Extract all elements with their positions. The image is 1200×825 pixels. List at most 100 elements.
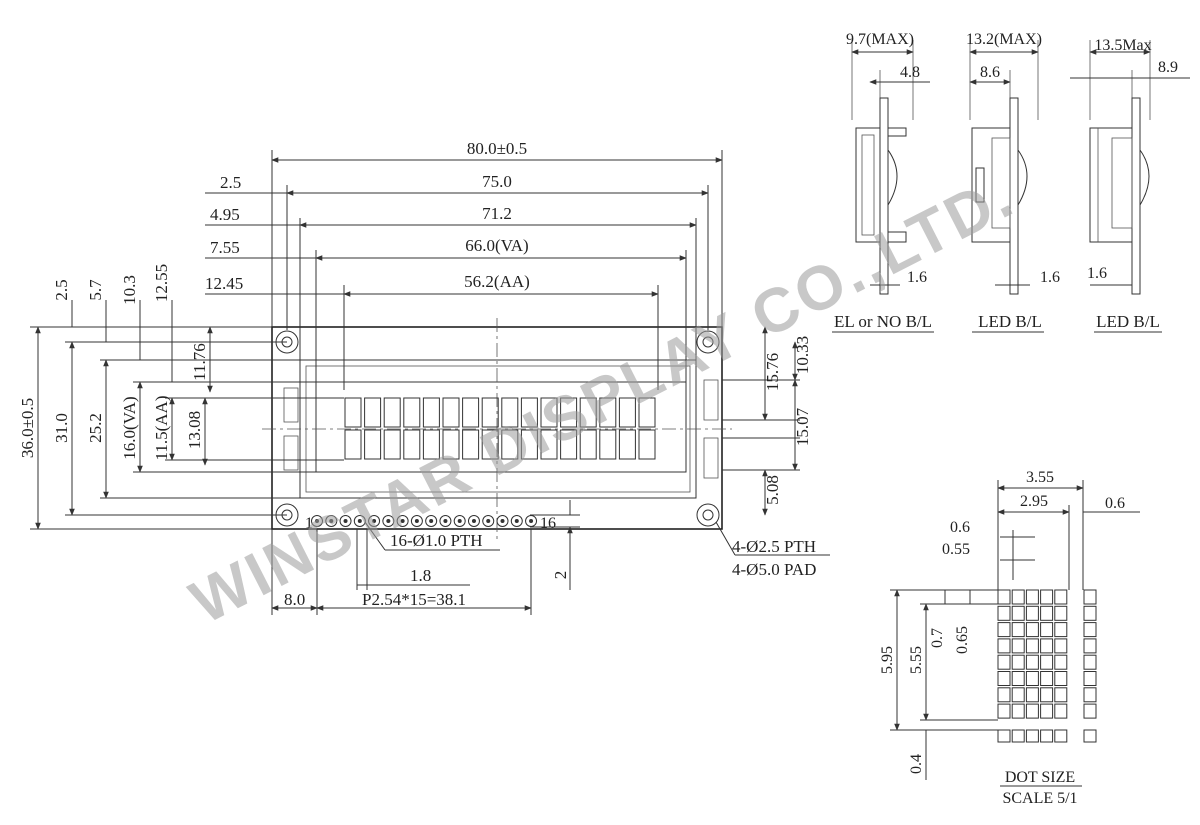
dot xyxy=(1011,622,1025,638)
dim-right-10-33: 10.33 xyxy=(793,336,812,374)
dot-size-detail: 3.55 2.95 0.6 0.6 0.55 5.95 5.55 0.7 0.6… xyxy=(879,469,1140,807)
pin-center xyxy=(471,519,476,523)
pin xyxy=(482,515,495,527)
side-led2-top-dim: 13.5Max xyxy=(1094,37,1151,54)
pin-center xyxy=(372,519,377,523)
character-cell xyxy=(481,429,499,460)
pin-center xyxy=(529,519,534,523)
dot-w-2-95: 2.95 xyxy=(1020,493,1048,510)
dot xyxy=(1025,638,1039,654)
character-cell xyxy=(383,429,401,460)
cursor-dot xyxy=(1054,729,1068,743)
character-cell xyxy=(579,397,597,428)
character-cell xyxy=(383,397,401,428)
dim-right-5-08: 5.08 xyxy=(763,475,782,505)
character-cell xyxy=(462,429,480,460)
dot xyxy=(1011,687,1025,703)
dot-w-3-55: 3.55 xyxy=(1026,469,1054,486)
dim-pin-pitch: P2.54*15=38.1 xyxy=(362,590,466,609)
front-view: 1 16 80.0±0.5 75.0 71.2 66.0(VA) 56.2(AA… xyxy=(18,139,830,615)
dot xyxy=(1054,622,1068,638)
character-cell xyxy=(344,397,362,428)
character-cell xyxy=(520,429,538,460)
side-led1-sub-dim: 8.6 xyxy=(980,64,1000,81)
character-cell xyxy=(501,429,519,460)
viewing-area xyxy=(315,381,687,473)
dot xyxy=(1054,589,1068,605)
dim-right-15-76: 15.76 xyxy=(763,353,782,391)
adjacent-dot xyxy=(1083,622,1097,638)
dot xyxy=(997,589,1011,605)
pin-center xyxy=(429,519,434,523)
pin-center xyxy=(414,519,419,523)
adjacent-dot xyxy=(1083,671,1097,686)
dim-width-75: 75.0 xyxy=(482,172,512,191)
dot xyxy=(1040,589,1054,605)
dot xyxy=(1011,671,1025,686)
character-cell xyxy=(638,429,656,460)
pin-center xyxy=(400,519,405,523)
dot xyxy=(1011,589,1025,605)
character-cell xyxy=(579,429,597,460)
dot xyxy=(1040,654,1054,670)
dot-size-scale: SCALE 5/1 xyxy=(1002,790,1077,807)
pin-center xyxy=(500,519,505,523)
dim-height-aa: 11.5(AA) xyxy=(152,396,171,461)
dim-top-5-7: 5.7 xyxy=(86,279,105,301)
dot-w-0-55: 0.55 xyxy=(942,541,970,558)
dim-pin-2: 2 xyxy=(551,571,570,580)
pin-center xyxy=(386,519,391,523)
adjacent-dot xyxy=(1083,703,1097,719)
side-led2-bottom-dim: 1.6 xyxy=(1087,265,1107,282)
dot xyxy=(1011,654,1025,670)
side-view-el: 9.7(MAX) 4.8 1.6 EL or NO B/L xyxy=(832,31,934,333)
character-cell xyxy=(481,397,499,428)
dot-h-0-4: 0.4 xyxy=(908,754,925,774)
dim-left-4-95: 4.95 xyxy=(210,205,240,224)
dim-left-2-5: 2.5 xyxy=(220,173,241,192)
character-cell xyxy=(422,429,440,460)
pin-row xyxy=(311,515,538,527)
character-cell xyxy=(403,429,421,460)
dim-left-12-45: 12.45 xyxy=(205,274,243,293)
pin xyxy=(396,515,409,527)
dot xyxy=(1025,654,1039,670)
character-cell xyxy=(520,397,538,428)
dot xyxy=(1011,605,1025,621)
dot xyxy=(1011,638,1025,654)
dim-height-total: 36.0±0.5 xyxy=(18,398,37,458)
side-led1-bottom-dim: 1.6 xyxy=(1040,269,1060,286)
pin xyxy=(453,515,466,527)
dot-matrix xyxy=(997,589,1097,743)
dot xyxy=(1040,622,1054,638)
pin xyxy=(353,515,366,527)
dim-top-10-3: 10.3 xyxy=(120,275,139,305)
dim-width-total: 80.0±0.5 xyxy=(467,139,527,158)
pin xyxy=(425,515,438,527)
character-cell xyxy=(403,397,421,428)
character-cells xyxy=(344,397,656,460)
dot xyxy=(1040,703,1054,719)
dot-size-title: DOT SIZE xyxy=(1005,769,1075,786)
dim-top-12-55: 12.55 xyxy=(152,264,171,302)
character-cell xyxy=(638,397,656,428)
dot xyxy=(1054,605,1068,621)
character-cell xyxy=(599,397,617,428)
dot-h-0-7: 0.7 xyxy=(929,628,946,648)
pin xyxy=(311,515,323,527)
pin xyxy=(467,515,480,527)
dot xyxy=(1025,703,1039,719)
dot xyxy=(997,622,1011,638)
side-el-caption: EL or NO B/L xyxy=(834,312,932,331)
dim-left-7-55: 7.55 xyxy=(210,238,240,257)
adjacent-dot xyxy=(1083,687,1097,703)
dot xyxy=(1040,687,1054,703)
character-cell xyxy=(442,397,460,428)
adjacent-dot xyxy=(1083,638,1097,654)
pin-center xyxy=(343,519,348,523)
pin xyxy=(496,515,509,527)
character-cell xyxy=(462,397,480,428)
dot xyxy=(1011,703,1025,719)
adjacent-dot xyxy=(1083,605,1097,621)
dim-height-va: 16.0(VA) xyxy=(120,396,139,459)
